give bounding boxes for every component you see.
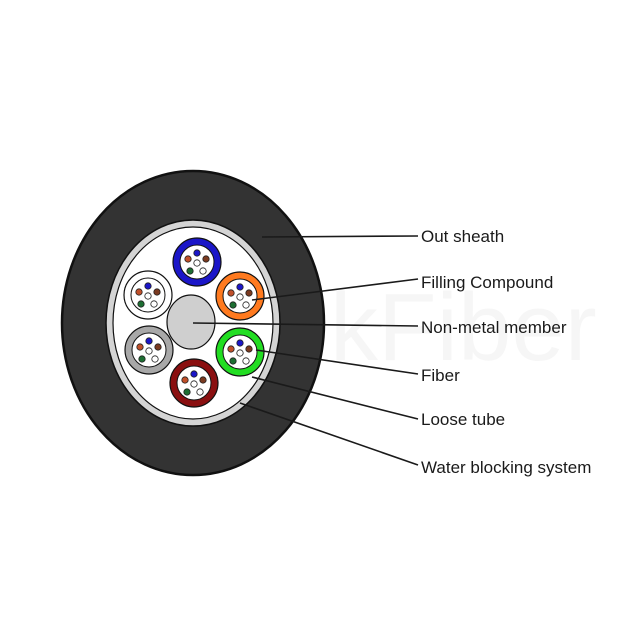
leader-line-filling-compound	[251, 278, 419, 301]
fiber	[144, 282, 152, 290]
fiber	[227, 345, 235, 353]
leader-line-non-metal-member	[192, 322, 419, 327]
fiber	[136, 343, 144, 351]
loose-tubes	[123, 237, 265, 408]
fiber	[199, 376, 207, 384]
loose-tube-gray	[124, 325, 174, 375]
fiber	[242, 357, 250, 365]
loose-tube-orange	[215, 271, 265, 321]
leader-line-loose-tube	[251, 376, 419, 420]
label-loose-tube: Loose tube	[421, 410, 505, 429]
label-out-sheath: Out sheath	[421, 227, 504, 246]
fiber	[236, 349, 244, 357]
fiber	[229, 357, 237, 365]
label-non-metal-member: Non-metal member	[421, 318, 567, 337]
non-metal-member	[166, 294, 216, 350]
fiber	[227, 289, 235, 297]
fiber	[151, 355, 159, 363]
fiber	[145, 337, 153, 345]
fiber	[236, 293, 244, 301]
fiber	[186, 267, 194, 275]
loose-tube-brown	[169, 358, 219, 408]
fiber	[190, 370, 198, 378]
fiber	[144, 292, 152, 300]
fiber	[196, 388, 204, 396]
leader-line-out-sheath	[261, 235, 419, 238]
fiber	[229, 301, 237, 309]
fiber	[202, 255, 210, 263]
fiber	[150, 300, 158, 308]
label-filling-compound: Filling Compound	[421, 273, 553, 292]
fiber	[181, 376, 189, 384]
fiber	[193, 259, 201, 267]
fiber	[193, 249, 201, 257]
fiber	[199, 267, 207, 275]
fiber	[154, 343, 162, 351]
fiber	[236, 339, 244, 347]
fiber	[236, 283, 244, 291]
label-fiber: Fiber	[421, 366, 460, 385]
fiber	[183, 388, 191, 396]
label-water-blocking-system: Water blocking system	[421, 458, 591, 477]
loose-tube-blue	[172, 237, 222, 287]
loose-tube-white	[123, 270, 173, 320]
leader-line-fiber	[255, 349, 419, 375]
fiber	[135, 288, 143, 296]
fiber	[145, 347, 153, 355]
fiber	[137, 300, 145, 308]
fiber	[184, 255, 192, 263]
leader-lines	[192, 235, 419, 466]
fiber	[138, 355, 146, 363]
fiber	[245, 289, 253, 297]
fiber	[190, 380, 198, 388]
fiber	[153, 288, 161, 296]
leader-line-water-blocking-system	[239, 402, 419, 466]
fiber	[245, 345, 253, 353]
fiber	[242, 301, 250, 309]
loose-tube-green	[215, 327, 265, 377]
